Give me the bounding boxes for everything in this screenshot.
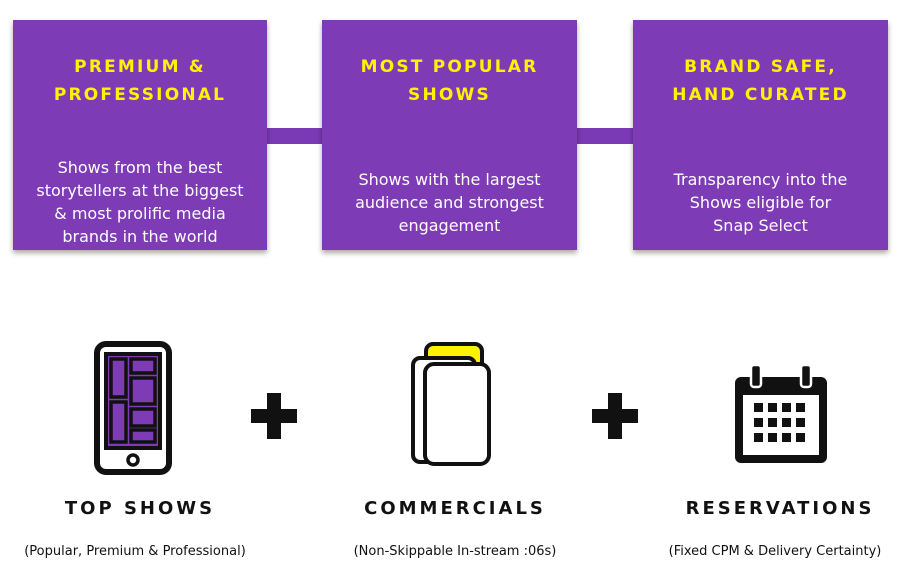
card-title: MOST POPULAR SHOWS [322, 53, 577, 109]
plus-icon [592, 393, 638, 439]
card-description: Shows from the best storytellers at the … [13, 156, 267, 248]
card-title-line: SHOWS [408, 85, 491, 105]
card-description-line: & most prolific media [54, 204, 226, 223]
card-description-line: Shows from the best [57, 158, 223, 177]
card-brand-safe: BRAND SAFE, HAND CURATED Transparency in… [633, 20, 888, 250]
product-title-commercials: COMMERCIALS [364, 498, 546, 519]
card-description-line: Transparency into the [673, 170, 848, 189]
card-description-line: storytellers at the biggest [36, 181, 244, 200]
connector-line-2 [577, 128, 633, 144]
card-description-line: brands in the world [62, 227, 218, 246]
card-description: Shows with the largest audience and stro… [322, 168, 577, 237]
connector-line-1 [267, 128, 322, 144]
product-subtitle-commercials: (Non-Skippable In-stream :06s) [353, 544, 557, 559]
card-description-line: audience and strongest [355, 193, 544, 212]
plus-icon [251, 393, 297, 439]
product-title-reservations: RESERVATIONS [685, 498, 875, 519]
card-title-line: BRAND SAFE, [684, 57, 837, 77]
card-description-line: Shows with the largest [358, 170, 541, 189]
calendar-icon [733, 363, 829, 465]
card-title-line: PROFESSIONAL [53, 85, 227, 105]
card-premium-professional: PREMIUM & PROFESSIONAL Shows from the be… [13, 20, 267, 250]
card-title: PREMIUM & PROFESSIONAL [13, 53, 267, 109]
product-subtitle-reservations: (Fixed CPM & Delivery Certainty) [668, 544, 882, 559]
stacked-cards-icon [404, 340, 499, 470]
product-title-top-shows: TOP SHOWS [64, 498, 216, 519]
card-most-popular-shows: MOST POPULAR SHOWS Shows with the larges… [322, 20, 577, 250]
card-title-line: MOST POPULAR [360, 57, 539, 77]
card-title: BRAND SAFE, HAND CURATED [633, 53, 888, 109]
card-title-line: PREMIUM & [74, 57, 206, 77]
card-title-line: HAND CURATED [672, 85, 849, 105]
card-description-line: Snap Select [713, 216, 808, 235]
phone-grid-icon [93, 340, 173, 476]
card-description-line: Shows eligible for [689, 193, 832, 212]
card-description: Transparency into the Shows eligible for… [633, 168, 888, 237]
card-description-line: engagement [398, 216, 501, 235]
product-subtitle-top-shows: (Popular, Premium & Professional) [24, 544, 246, 559]
